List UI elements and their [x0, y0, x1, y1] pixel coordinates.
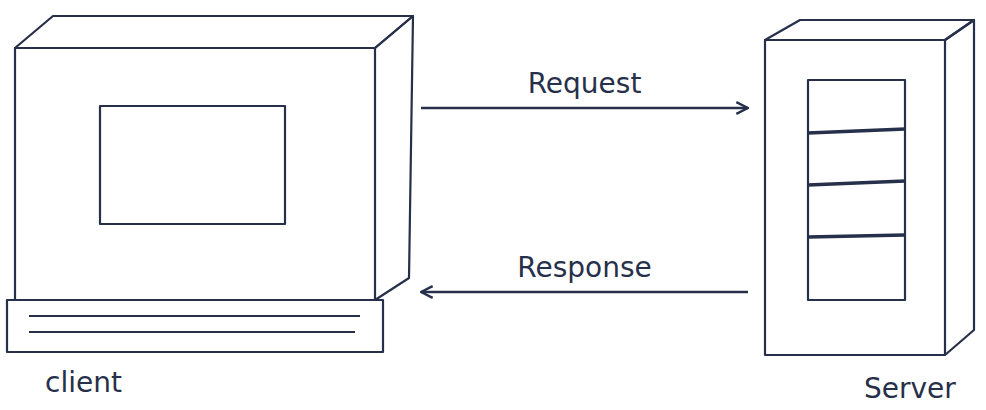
arrow-label: Response — [513, 253, 655, 284]
node-label: client — [45, 368, 122, 399]
response-arrow — [421, 291, 748, 293]
arrow-label: Request — [524, 69, 646, 100]
monitor-drawing — [5, 10, 417, 405]
server-tower: Server — [752, 15, 980, 407]
tower-drawing — [752, 15, 980, 407]
node-label: Server — [864, 374, 956, 405]
client-computer: client — [5, 10, 417, 405]
request-arrow — [421, 107, 748, 109]
